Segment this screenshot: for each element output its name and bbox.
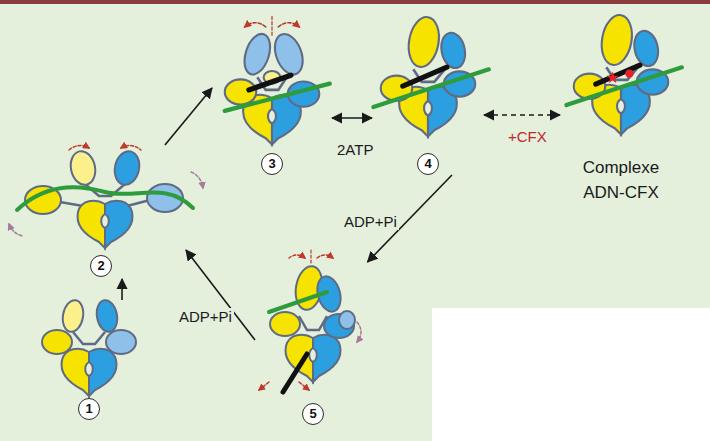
dna-strand: [596, 65, 640, 84]
gyrase-domain: [112, 149, 143, 187]
rotation-arrow: [121, 145, 141, 150]
callout-number: 1: [78, 398, 100, 420]
edge-label-holder: 2ATP: [335, 141, 375, 159]
gyrase-figure: [373, 15, 489, 137]
rotation-axis: [310, 250, 311, 264]
gyrase-body: [105, 201, 132, 248]
dna-strand: [249, 75, 291, 90]
edge-label: ADP+Pi: [177, 308, 234, 325]
dna-strand: [269, 292, 327, 312]
rotation-arrow: [191, 172, 203, 188]
complex-box: Complexe ADN-CFX: [560, 15, 682, 205]
state-box: 2: [16, 145, 186, 279]
linker: [60, 202, 83, 206]
edge-label-holder: +CFX: [506, 128, 549, 146]
top-band: [0, 0, 710, 4]
gyrase-domain: [94, 299, 119, 334]
state-box: 1: [40, 300, 138, 420]
callout-number: 2: [90, 255, 112, 277]
rotation-arrow: [299, 382, 309, 390]
rotation-arrow: [9, 224, 23, 236]
transition-arrow: [165, 88, 212, 145]
state-box: 4: [372, 15, 484, 175]
gyrase-domain: [598, 13, 636, 68]
dna-strand: [225, 84, 330, 111]
drug-dot: [625, 69, 633, 77]
gyrase-figure: [259, 250, 361, 392]
gyrase-domain: [68, 149, 99, 187]
state-box: 3: [212, 25, 332, 175]
linker: [73, 332, 105, 344]
dna-strand: [403, 67, 447, 86]
rotation-arrow: [259, 382, 269, 390]
edge-label-holder: ADP+Pi: [177, 308, 234, 326]
edge-label: 2ATP: [335, 141, 375, 158]
state-box: 5: [255, 262, 371, 425]
transition-arrow: [484, 114, 560, 116]
rotation-arrow: [245, 23, 266, 27]
rotation-arrow: [357, 322, 361, 342]
gyrase-body: [313, 335, 340, 382]
gyrase-domain: [60, 299, 85, 334]
linker: [299, 316, 327, 330]
transition-arrow: [121, 279, 123, 300]
gyrase-domain: [106, 330, 136, 354]
gyrase-body: [89, 349, 116, 396]
drug-star: [607, 72, 619, 83]
callout-number: 4: [417, 153, 439, 175]
edge-label-holder: ADP+Pi: [342, 213, 399, 231]
callout-number: 3: [261, 153, 283, 175]
gyrase-domain: [270, 312, 300, 336]
rotation-arrow: [317, 255, 333, 258]
gyrase-figure: [225, 16, 330, 144]
state-label: Complexe ADN-CFX: [565, 155, 677, 205]
edge-label: +CFX: [506, 128, 549, 145]
gyrase-domain: [225, 79, 257, 104]
rotation-arrow: [289, 255, 305, 258]
transition-arrow: [332, 117, 372, 119]
gyrase-domain: [631, 29, 661, 69]
rotation-arrow: [278, 23, 299, 27]
gyrase-body: [78, 201, 105, 248]
gyrase-domain: [405, 15, 443, 70]
dna-strand: [17, 187, 193, 210]
edge-label: ADP+Pi: [342, 213, 399, 230]
gyrase-figure: [42, 299, 136, 396]
rotation-axis: [271, 16, 272, 35]
callout-number: 5: [302, 403, 324, 425]
gyrase-body: [286, 335, 313, 382]
gyrase-body: [62, 349, 89, 396]
rotation-arrow: [69, 145, 89, 150]
background-panel: [0, 4, 710, 441]
gyrase-figure: [9, 145, 203, 248]
gyrase-domain: [339, 311, 355, 329]
gyrase-figure: [566, 13, 682, 135]
transition-arrow: [186, 250, 255, 340]
gyrase-domain: [438, 31, 468, 71]
gyrase-domain: [42, 330, 72, 354]
